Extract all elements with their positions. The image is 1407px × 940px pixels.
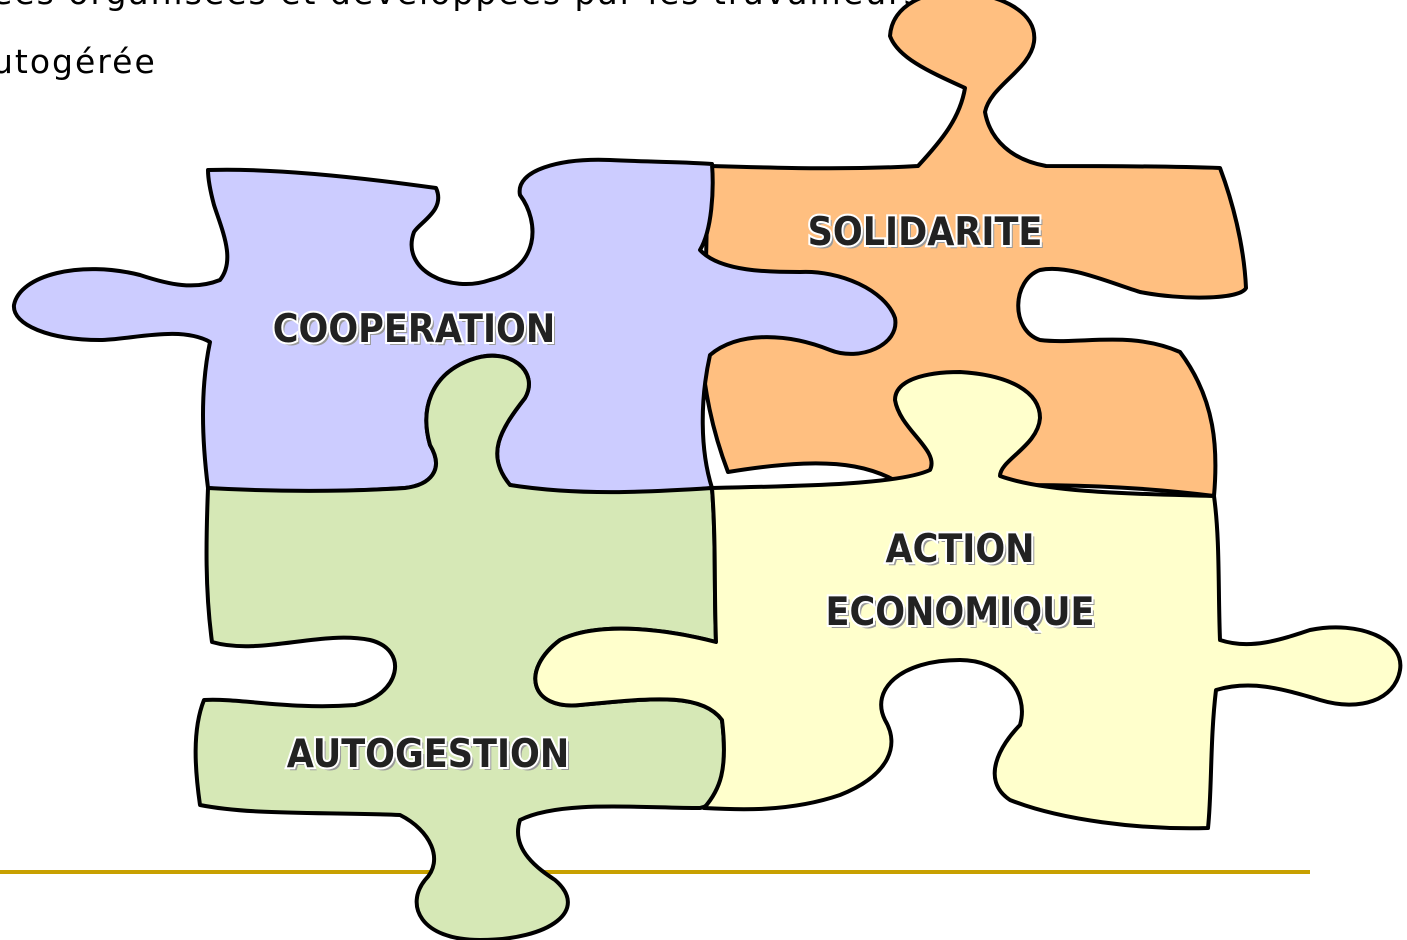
intro-line-1: ées organisées et développées par les tr…	[0, 0, 923, 27]
cooperation-label: COOPERATION	[273, 307, 555, 352]
autogestion-label-shadow: AUTOGESTION	[290, 735, 572, 780]
intro-text: ées organisées et développées par les tr…	[0, 0, 923, 96]
autogestion-label: AUTOGESTION	[287, 732, 569, 777]
solidarite-label-shadow: SOLIDARITE	[811, 213, 1046, 258]
action-label-line2-shadow: ECONOMIQUE	[829, 593, 1098, 638]
solidarite-label: SOLIDARITE	[808, 210, 1043, 255]
action-label-line1: ACTION	[885, 527, 1034, 572]
intro-line-2: utogérée	[0, 42, 157, 81]
cooperation-label-shadow: COOPERATION	[276, 310, 558, 355]
action-label-line2: ECONOMIQUE	[826, 590, 1095, 635]
puzzle-piece-autogestion	[193, 353, 726, 940]
action-label-line1-shadow: ACTION	[888, 530, 1037, 575]
puzzle-piece-action-economique	[533, 370, 1403, 831]
